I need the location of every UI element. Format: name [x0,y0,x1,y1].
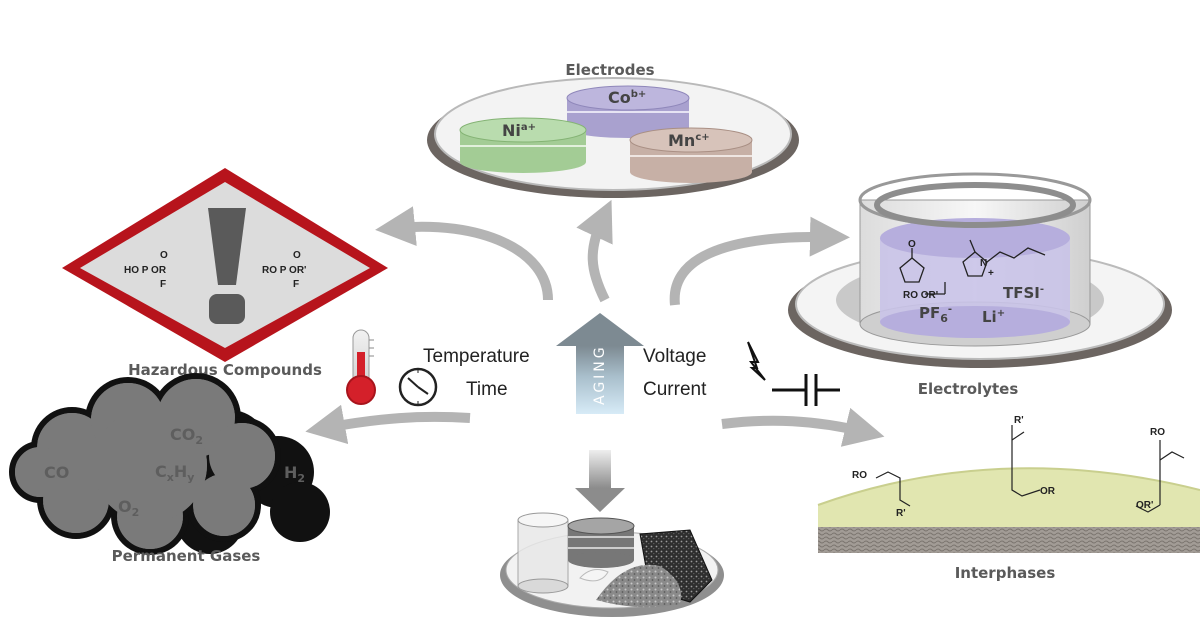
ammonium-n: N [980,258,987,269]
arrow-to-electrolytes [669,216,850,306]
lightning-icon [747,341,766,381]
ammonium-plus: + [988,268,994,279]
mn-label: Mnc+ [668,131,710,150]
time-label: Time [466,379,508,400]
carbonate-ring [899,248,925,283]
phosphate-left-bottom: F [160,279,166,290]
interphase-or-mid: OR [1040,486,1056,497]
interphase-r-prime-top: R' [1014,415,1024,426]
capacitor-icon [772,374,840,406]
arrow-to-electrodes [576,199,613,303]
o2-label: O2 [118,497,139,519]
temperature-label: Temperature [423,346,530,367]
cxhy-label: CxHy [155,462,194,484]
arrow-to-gases [305,404,471,445]
phosphate-left-top: O [160,250,168,261]
phosphate-right-bottom: F [293,279,299,290]
hazardous-caption: Hazardous Compounds [128,361,322,379]
electrodes-group: Cob+ Nia+ Mnc+ Electrodes [427,61,799,198]
electrodes-caption: Electrodes [565,61,654,79]
phosphate-right-top: O [293,250,301,261]
interphase-ro-left: RO [852,470,867,481]
co-label: Cob+ [608,88,646,107]
current-label: Current [643,379,707,400]
co2-label: CO2 [170,425,203,447]
pf6-label: PF6- [919,304,952,325]
materials-dish [500,450,724,617]
linear-carbonate-label: RO OR' [903,290,938,301]
co-label: CO [44,463,69,482]
cobalt-disk [566,85,690,138]
flow-arrows [305,199,885,447]
ni-label: Nia+ [502,121,536,140]
polymer-chains [875,425,1185,513]
thermometer-icon [346,329,376,405]
manganese-disk [629,127,753,183]
gases-caption: Permanent Gases [112,547,261,565]
arrow-to-hazardous [375,206,553,301]
carbonyl-oxygen: O [908,239,916,250]
phosphate-right: RO P OR' [262,265,306,276]
interphases-caption: Interphases [955,564,1056,582]
h2-label: H2 [284,463,305,485]
exclamation-icon [208,208,246,285]
nickel-disk [459,117,587,173]
interphase-or-prime-right: OR' [1136,500,1153,511]
arrow-to-interphases [721,407,885,447]
aging-arrow: AGING [556,313,644,414]
electrolytes-group: O N + RO OR' TFSI- PF6- Li+ Electrolytes [788,172,1172,398]
electrolytes-caption: Electrolytes [918,380,1019,398]
voltage-label: Voltage [643,346,706,367]
hazard-sign: O HO P OR F O RO P OR' F Hazardous Compo… [62,168,388,379]
interphase-ro-right: RO [1150,427,1165,438]
aging-label: AGING [592,344,608,405]
li-label: Li+ [982,308,1005,326]
linear-carbonate [925,282,946,295]
tfsi-label: TFSI- [1003,284,1044,302]
interphase-group: RO R' R' OR RO OR' Interphases [817,415,1200,582]
phosphate-left: HO P OR [124,265,167,276]
interphase-r-prime-left: R' [896,508,906,519]
clock-icon [398,367,438,407]
pyrrolidinium-ring [962,239,1046,277]
gas-cloud: CO CO2 CxHy H2 O2 Permanent Gases [9,373,330,565]
